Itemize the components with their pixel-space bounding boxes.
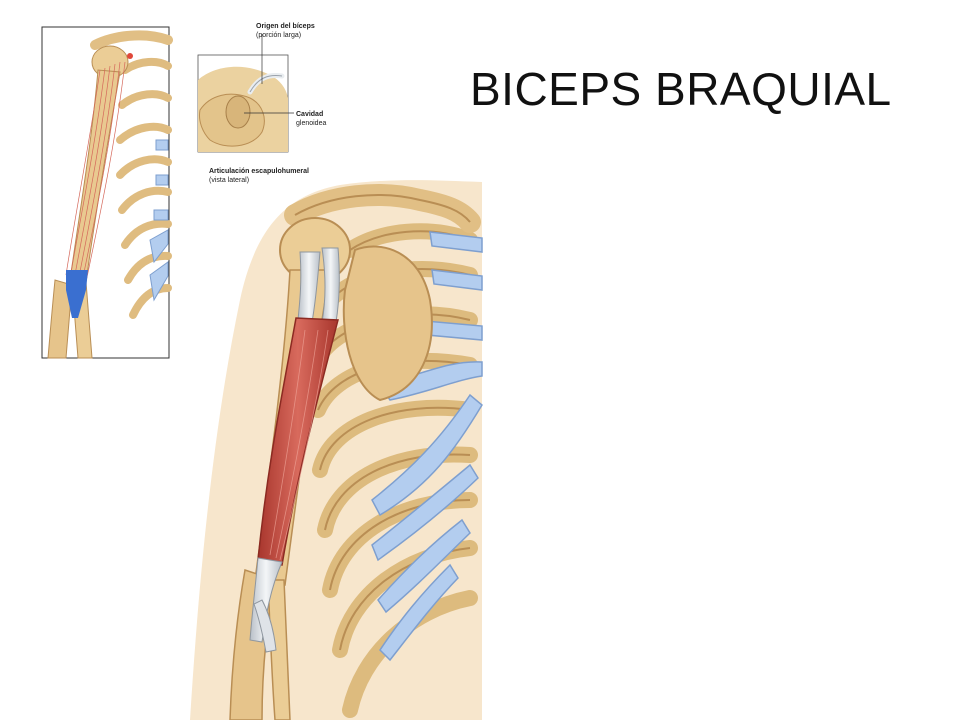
label-glenoid-line1: Cavidad — [296, 111, 324, 118]
arm-inset — [41, 26, 173, 359]
biceps-distal-tendon — [249, 557, 283, 643]
scapula — [342, 245, 433, 402]
biceps-short-head-tendon — [321, 247, 340, 323]
label-joint: Articulación escapulohumeral (vista late… — [209, 158, 309, 194]
label-origin-line1: Origen del bíceps — [256, 23, 315, 30]
joint-inset — [197, 34, 294, 153]
label-origin: Origen del bíceps (porción larga) — [256, 13, 315, 49]
label-glenoid-line2: glenoidea — [296, 120, 327, 127]
slide-title: BICEPS BRAQUIAL — [470, 63, 892, 115]
insertion-marker — [66, 270, 88, 318]
label-origin-line2: (porción larga) — [256, 32, 302, 39]
large-figure — [190, 180, 483, 720]
label-joint-line1: Articulación escapulohumeral — [209, 168, 309, 175]
biceps-muscle — [257, 317, 339, 566]
label-glenoid: Cavidad glenoidea — [296, 101, 326, 137]
label-joint-line2: (vista lateral) — [209, 177, 250, 184]
